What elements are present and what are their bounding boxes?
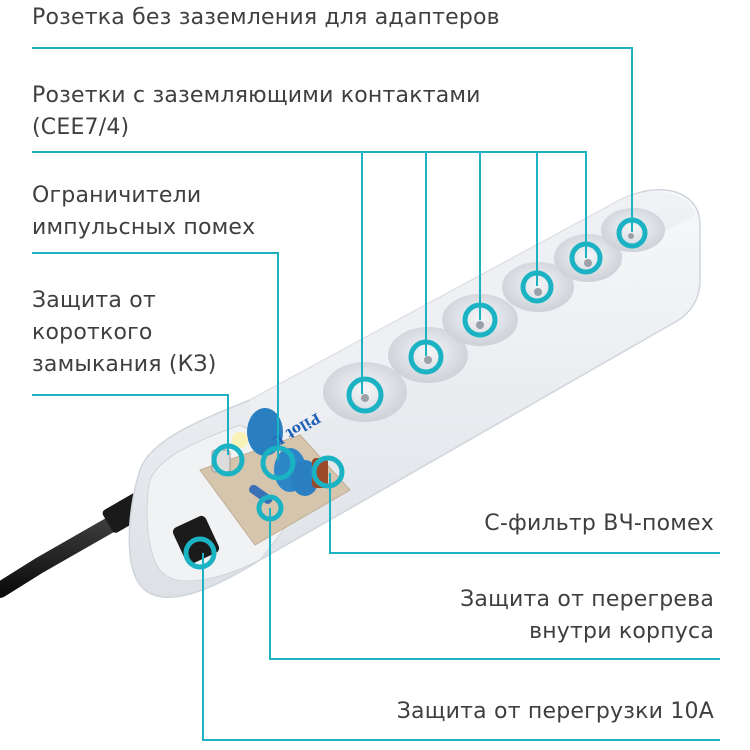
line-short-circuit (32, 394, 229, 455)
ring-varistor (260, 445, 296, 481)
ring-socket-1 (346, 376, 384, 414)
label-c-filter: С-фильтр ВЧ-помех (484, 511, 714, 536)
socket-4 (502, 262, 574, 312)
ring-fuse (211, 443, 245, 477)
ring-socket-2 (408, 339, 444, 375)
socket-2 (388, 327, 468, 383)
ring-breaker (183, 536, 217, 570)
socket-1 (323, 362, 407, 422)
ring-ungrounded-socket (616, 217, 648, 249)
line-ungrounded-socket (32, 47, 633, 232)
line-c-filter (329, 473, 720, 554)
label-surge-limiters: Ограничители импульсных помех (32, 183, 256, 240)
line-grounded-bus (32, 151, 587, 258)
ring-socket-3 (462, 302, 498, 338)
label-overload: Защита от перегрузки 10А (396, 699, 714, 724)
sockets (323, 208, 665, 422)
ring-socket-5 (569, 241, 603, 275)
ring-socket-4 (520, 270, 554, 304)
socket-5 (554, 234, 622, 282)
label-grounded-sockets: Розетки с заземляющими контактами (CEE7/… (32, 83, 481, 140)
line-overheat (269, 508, 720, 660)
ring-thermal (256, 494, 284, 522)
callout-rings (183, 217, 648, 570)
label-ungrounded-socket: Розетка без заземления для адаптеров (32, 5, 500, 30)
line-surge-limiters (32, 252, 279, 460)
line-overload (202, 553, 720, 741)
varistor (247, 408, 283, 456)
label-short-circuit: Защита от короткого замыкания (КЗ) (32, 288, 217, 377)
ring-c-filter (311, 455, 345, 489)
label-overheat: Защита от перегрева внутри корпуса (460, 587, 714, 644)
callout-lines (32, 47, 720, 741)
